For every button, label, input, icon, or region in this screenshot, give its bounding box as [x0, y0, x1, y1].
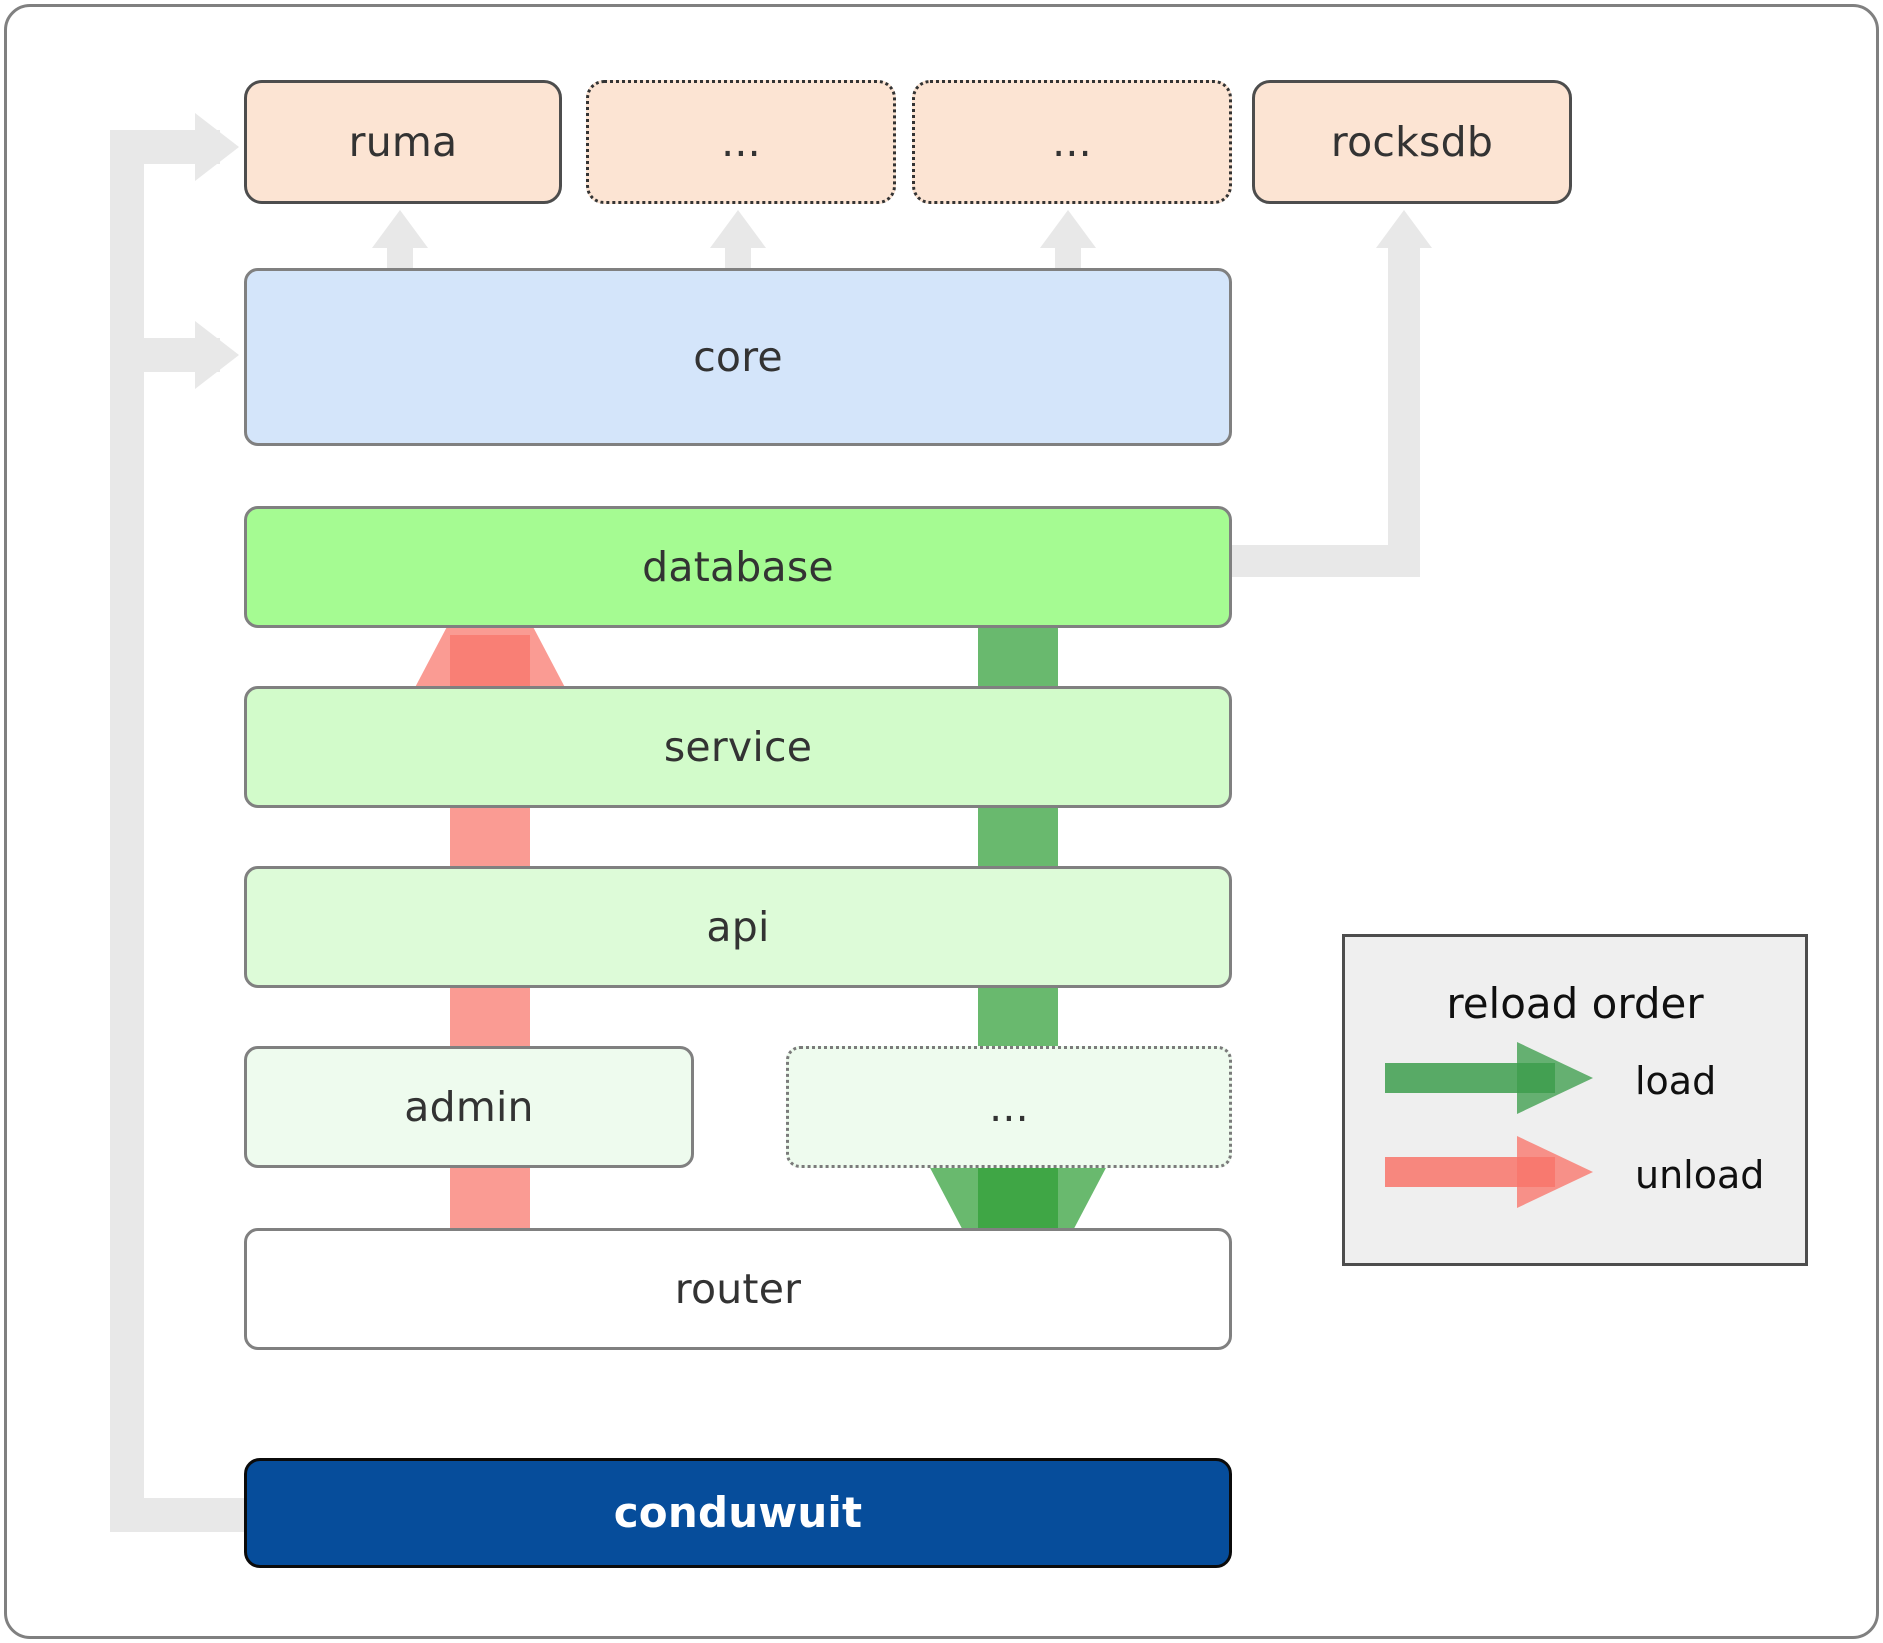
connector-core-to-ruma-arrowhead: [372, 210, 428, 248]
dep-box-rocksdb[interactable]: rocksdb: [1252, 80, 1572, 204]
connector-core-to-dep1-arrowhead: [710, 210, 766, 248]
layer-label-admin: admin: [404, 1082, 534, 1131]
dep-box-ruma[interactable]: ruma: [244, 80, 562, 204]
core-box[interactable]: core: [244, 268, 1232, 446]
dep-label-dots-1: ...: [721, 117, 761, 166]
connector-database-to-rocksdb-arrowhead: [1376, 210, 1432, 248]
legend-label-load: load: [1635, 1059, 1717, 1103]
layer-label-dots: ...: [989, 1082, 1029, 1131]
layer-label-api: api: [706, 902, 770, 951]
connector-trunk-to-core-arrowhead: [195, 321, 239, 389]
connector-database-to-rocksdb-horizontal: [1215, 545, 1403, 577]
dep-label-dots-2: ...: [1052, 117, 1092, 166]
layer-box-router[interactable]: router: [244, 1228, 1232, 1350]
layer-label-database: database: [642, 542, 834, 591]
legend-label-unload: unload: [1635, 1153, 1765, 1197]
connector-trunk-to-ruma-arrowhead: [195, 113, 239, 181]
dep-box-dots-2[interactable]: ...: [912, 80, 1232, 204]
layer-label-service: service: [663, 722, 813, 771]
layer-box-service[interactable]: service: [244, 686, 1232, 808]
root-label-conduwuit: conduwuit: [613, 1488, 863, 1537]
legend-panel: reload order load unload: [1342, 934, 1808, 1266]
connector-core-to-dep2-arrowhead: [1040, 210, 1096, 248]
dep-box-dots-1[interactable]: ...: [586, 80, 896, 204]
dep-label-rocksdb: rocksdb: [1330, 117, 1494, 166]
legend-arrow-load-head: [1517, 1042, 1593, 1114]
layer-box-admin[interactable]: admin: [244, 1046, 694, 1168]
diagram-frame: [4, 4, 1879, 1639]
layer-box-database[interactable]: database: [244, 506, 1232, 628]
root-box-conduwuit[interactable]: conduwuit: [244, 1458, 1232, 1568]
legend-arrow-unload-head: [1517, 1136, 1593, 1208]
connector-database-to-rocksdb-vertical: [1388, 240, 1420, 577]
layer-label-router: router: [674, 1264, 802, 1313]
legend-title: reload order: [1446, 979, 1704, 1028]
dep-label-ruma: ruma: [348, 117, 458, 166]
layer-box-api[interactable]: api: [244, 866, 1232, 988]
layer-box-dots[interactable]: ...: [786, 1046, 1232, 1168]
core-label: core: [693, 332, 783, 381]
